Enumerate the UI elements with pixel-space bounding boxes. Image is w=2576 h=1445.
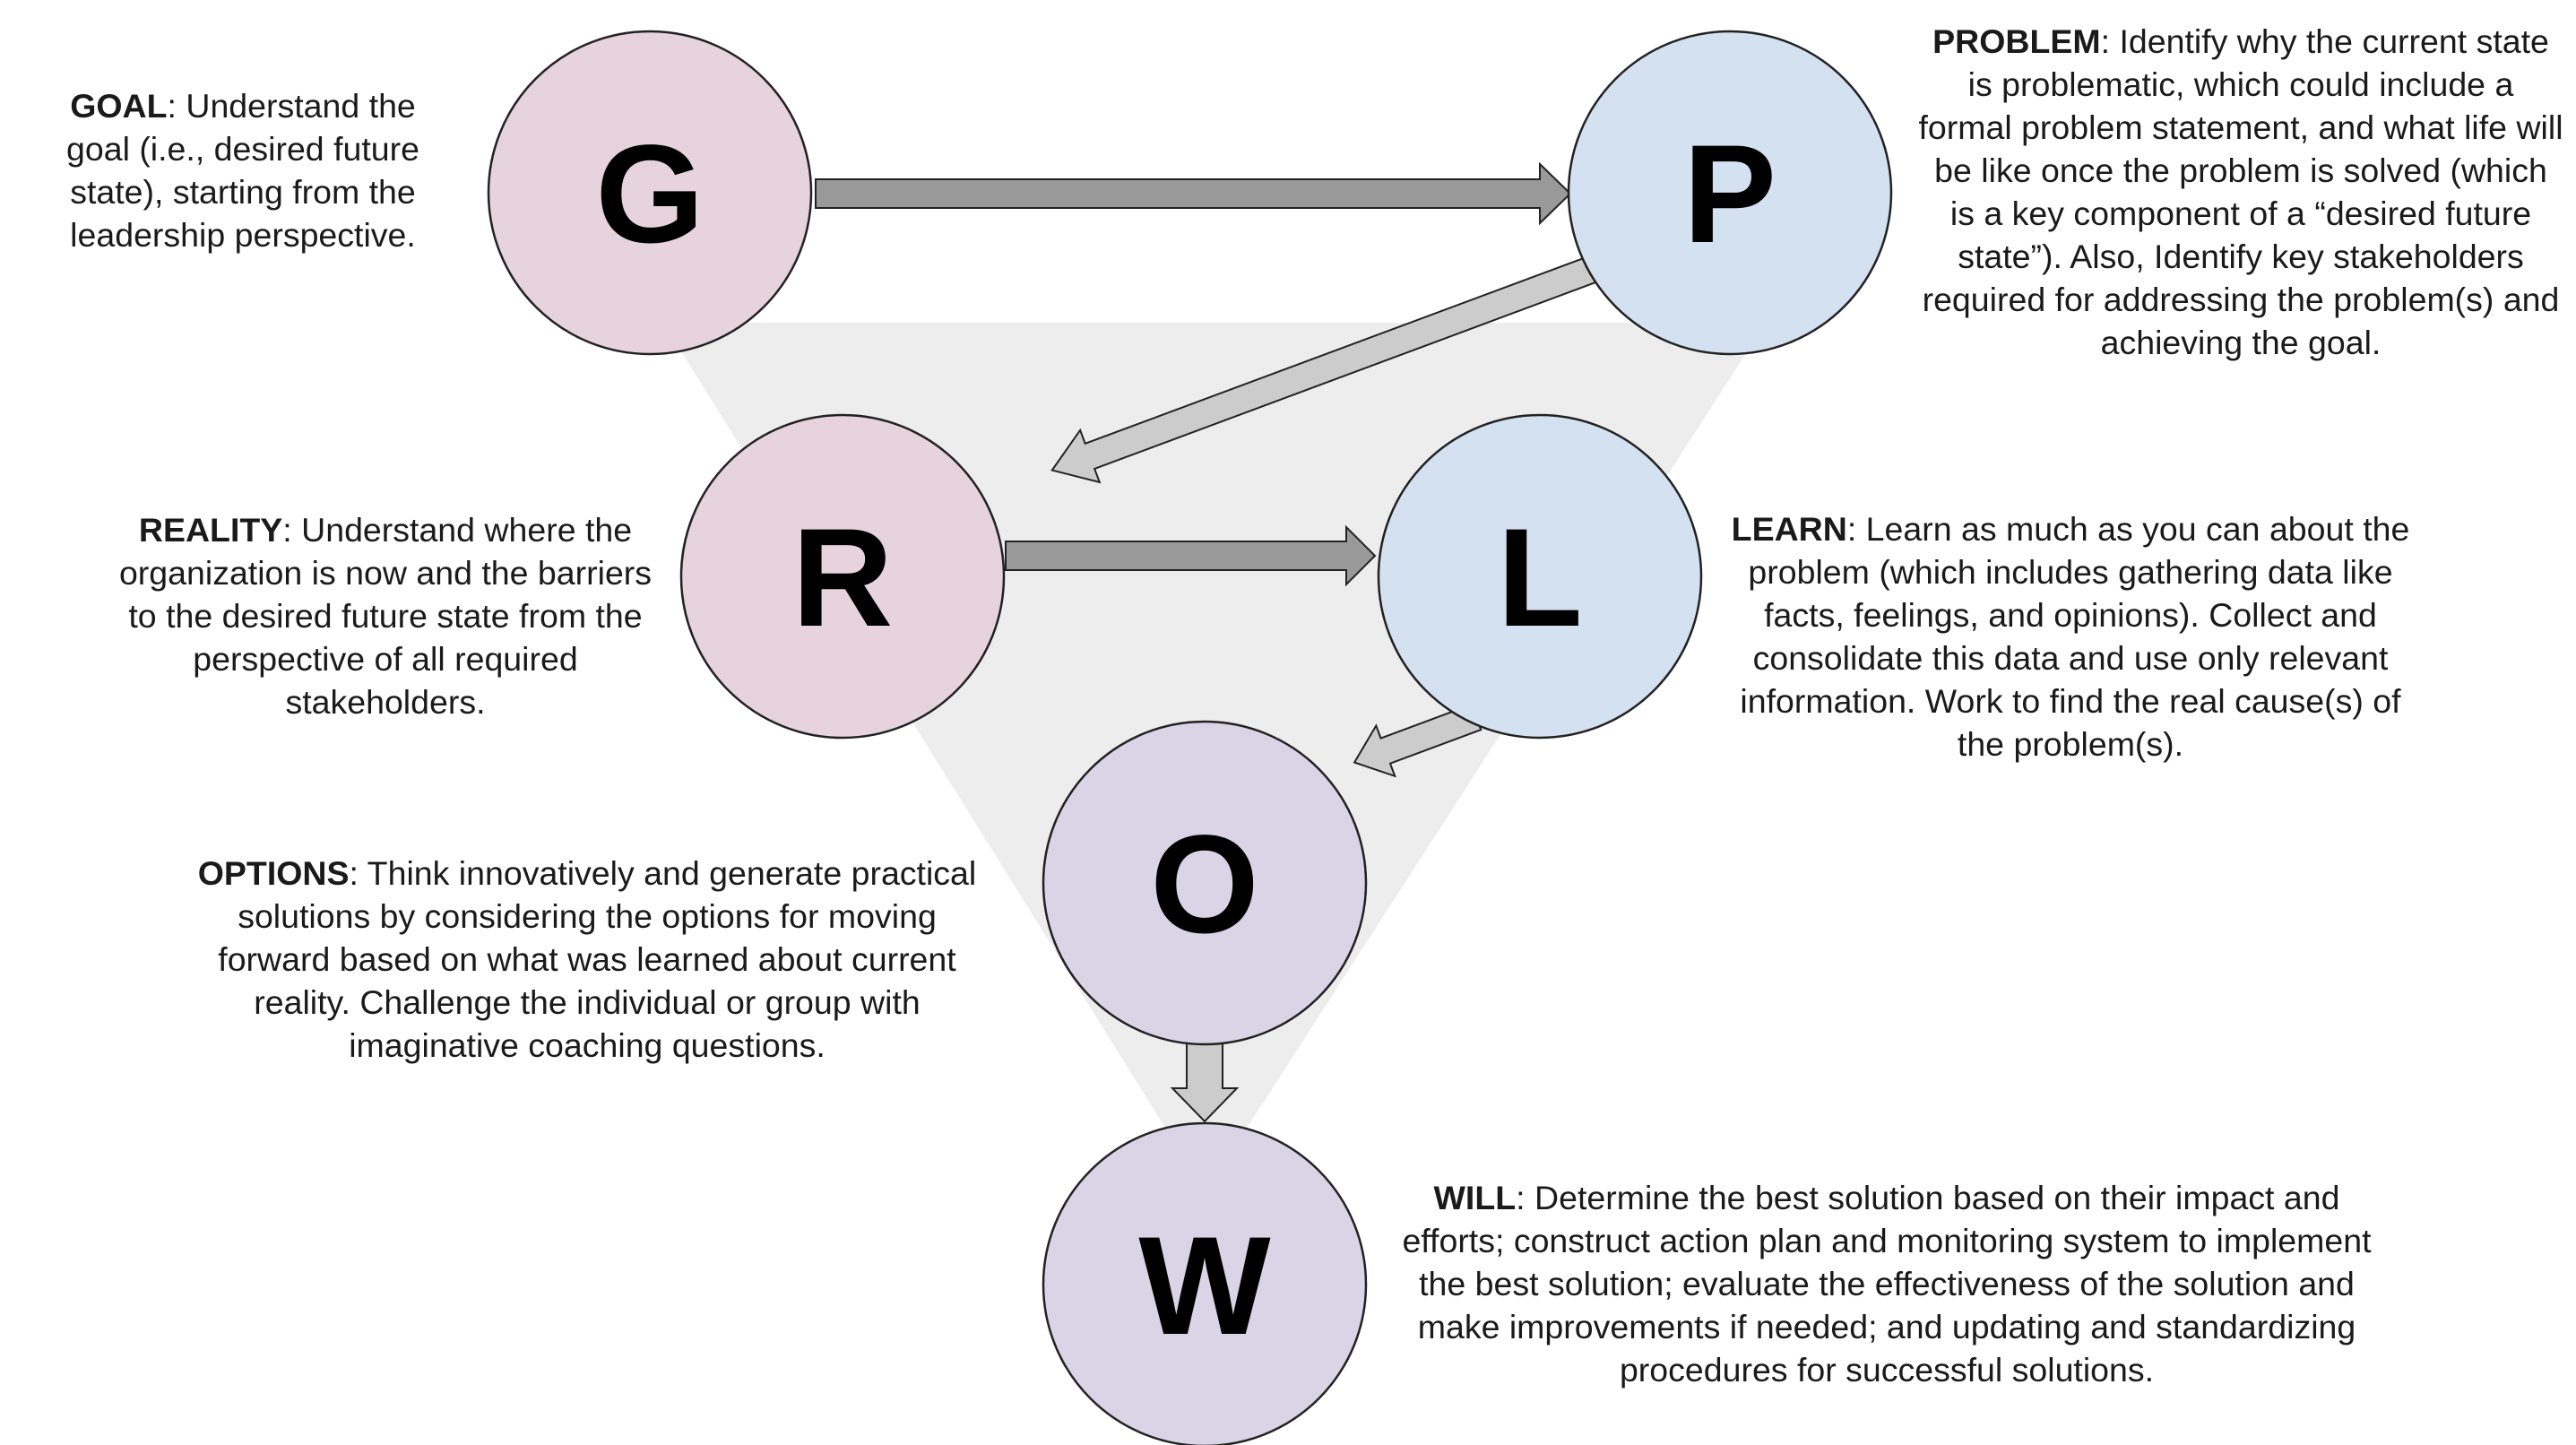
learn-description: LEARN: Learn as much as you can about th…: [1721, 507, 2420, 766]
learn-text: : Learn as much as you can about the pro…: [1740, 510, 2410, 763]
node-g: G: [487, 30, 813, 356]
arrow-g-to-p: [815, 161, 1572, 226]
node-w: W: [1042, 1121, 1368, 1445]
problem-description: PROBLEM: Identify why the current state …: [1918, 20, 2563, 364]
node-w-letter: W: [1138, 1208, 1271, 1364]
options-text: : Think innovatively and generate practi…: [218, 854, 977, 1064]
reality-text: : Understand where the organization is n…: [118, 511, 653, 721]
goal-description: GOAL: Understand the goal (i.e., desired…: [40, 84, 445, 256]
reality-term: REALITY: [138, 511, 283, 549]
node-p-letter: P: [1683, 117, 1776, 273]
node-r: R: [679, 413, 1006, 740]
node-l: L: [1377, 413, 1703, 740]
node-o-letter: O: [1150, 807, 1258, 963]
node-r-letter: R: [792, 500, 894, 656]
arrow-o-to-w: [1170, 1043, 1240, 1123]
options-term: OPTIONS: [197, 854, 350, 892]
will-description: WILL: Determine the best solution based …: [1385, 1176, 2389, 1391]
problem-text: : Identify why the current state is prob…: [1918, 22, 2563, 361]
node-o: O: [1042, 720, 1368, 1046]
node-p: P: [1567, 30, 1893, 356]
will-text: : Determine the best solution based on t…: [1402, 1179, 2372, 1389]
node-l-letter: L: [1497, 500, 1582, 656]
node-g-letter: G: [595, 117, 704, 273]
problem-term: PROBLEM: [1932, 22, 2101, 60]
learn-term: LEARN: [1731, 510, 1847, 548]
options-description: OPTIONS: Think innovatively and generate…: [188, 852, 986, 1067]
goal-text: : Understand the goal (i.e., desired fut…: [66, 87, 419, 254]
will-term: WILL: [1433, 1179, 1517, 1216]
arrow-r-to-l: [1005, 524, 1377, 587]
goal-term: GOAL: [70, 87, 168, 125]
reality-description: REALITY: Understand where the organizati…: [117, 508, 654, 723]
arrow-p-to-r: [1050, 253, 1604, 484]
